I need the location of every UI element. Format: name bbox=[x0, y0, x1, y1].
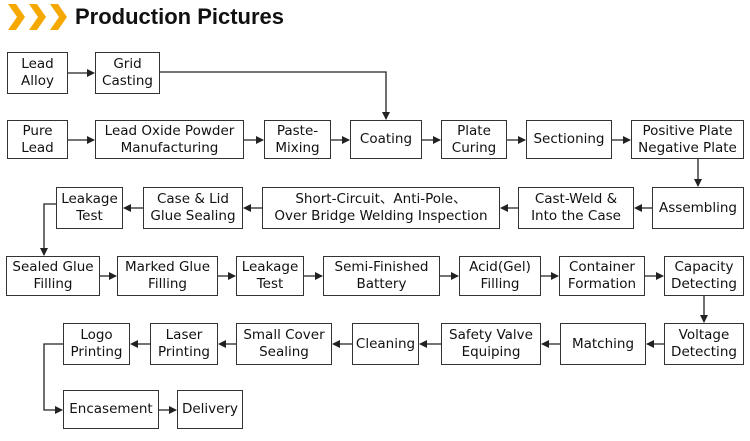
page-title: Production Pictures bbox=[75, 4, 285, 29]
arrow-leakage-test-1-to-sealed-glue bbox=[40, 203, 56, 256]
step-grid-casting: Grid Casting bbox=[95, 52, 160, 94]
step-semi-finished: Semi-Finished Battery bbox=[323, 256, 440, 296]
step-paste-mixing: Paste- Mixing bbox=[264, 120, 331, 159]
step-small-cover: Small Cover Sealing bbox=[236, 323, 332, 365]
step-matching: Matching bbox=[560, 323, 646, 365]
step-sealed-glue: Sealed Glue Filling bbox=[6, 256, 100, 296]
step-capacity-detecting: Capacity Detecting bbox=[664, 256, 744, 296]
step-plate-curing: Plate Curing bbox=[441, 120, 507, 159]
step-leakage-test-2: Leakage Test bbox=[236, 256, 304, 296]
step-pure-lead: Pure Lead bbox=[7, 120, 68, 159]
step-cast-weld: Cast-Weld & Into the Case bbox=[518, 187, 634, 229]
step-coating: Coating bbox=[350, 120, 422, 159]
page-header: Production Pictures bbox=[6, 2, 284, 32]
step-lead-oxide: Lead Oxide Powder Manufacturing bbox=[95, 120, 244, 159]
step-voltage-detecting: Voltage Detecting bbox=[664, 323, 744, 365]
step-short-circuit: Short-Circuit、Anti-Pole、 Over Bridge Wel… bbox=[262, 187, 500, 229]
chevron-icon bbox=[8, 4, 25, 30]
step-case-lid-glue: Case & Lid Glue Sealing bbox=[143, 187, 243, 229]
step-laser-printing: Laser Printing bbox=[150, 323, 218, 365]
step-marked-glue: Marked Glue Filling bbox=[117, 256, 218, 296]
step-delivery: Delivery bbox=[177, 390, 243, 429]
step-pos-neg-plate: Positive Plate Negative Plate bbox=[631, 120, 744, 159]
arrow-grid-casting-to-coating bbox=[160, 71, 390, 120]
chevron-icon bbox=[29, 4, 46, 30]
step-leakage-test-1: Leakage Test bbox=[56, 187, 123, 229]
step-assembling: Assembling bbox=[652, 187, 744, 229]
chevron-icon bbox=[50, 4, 67, 30]
step-lead-alloy: Lead Alloy bbox=[7, 52, 68, 94]
step-container-formation: Container Formation bbox=[559, 256, 645, 296]
step-acid-filling: Acid(Gel) Filling bbox=[459, 256, 541, 296]
arrow-logo-printing-to-encasement bbox=[43, 343, 63, 414]
step-encasement: Encasement bbox=[63, 390, 159, 429]
step-logo-printing: Logo Printing bbox=[63, 323, 130, 365]
step-safety-valve: Safety Valve Equiping bbox=[441, 323, 541, 365]
step-sectioning: Sectioning bbox=[526, 120, 612, 159]
step-cleaning: Cleaning bbox=[352, 323, 419, 365]
